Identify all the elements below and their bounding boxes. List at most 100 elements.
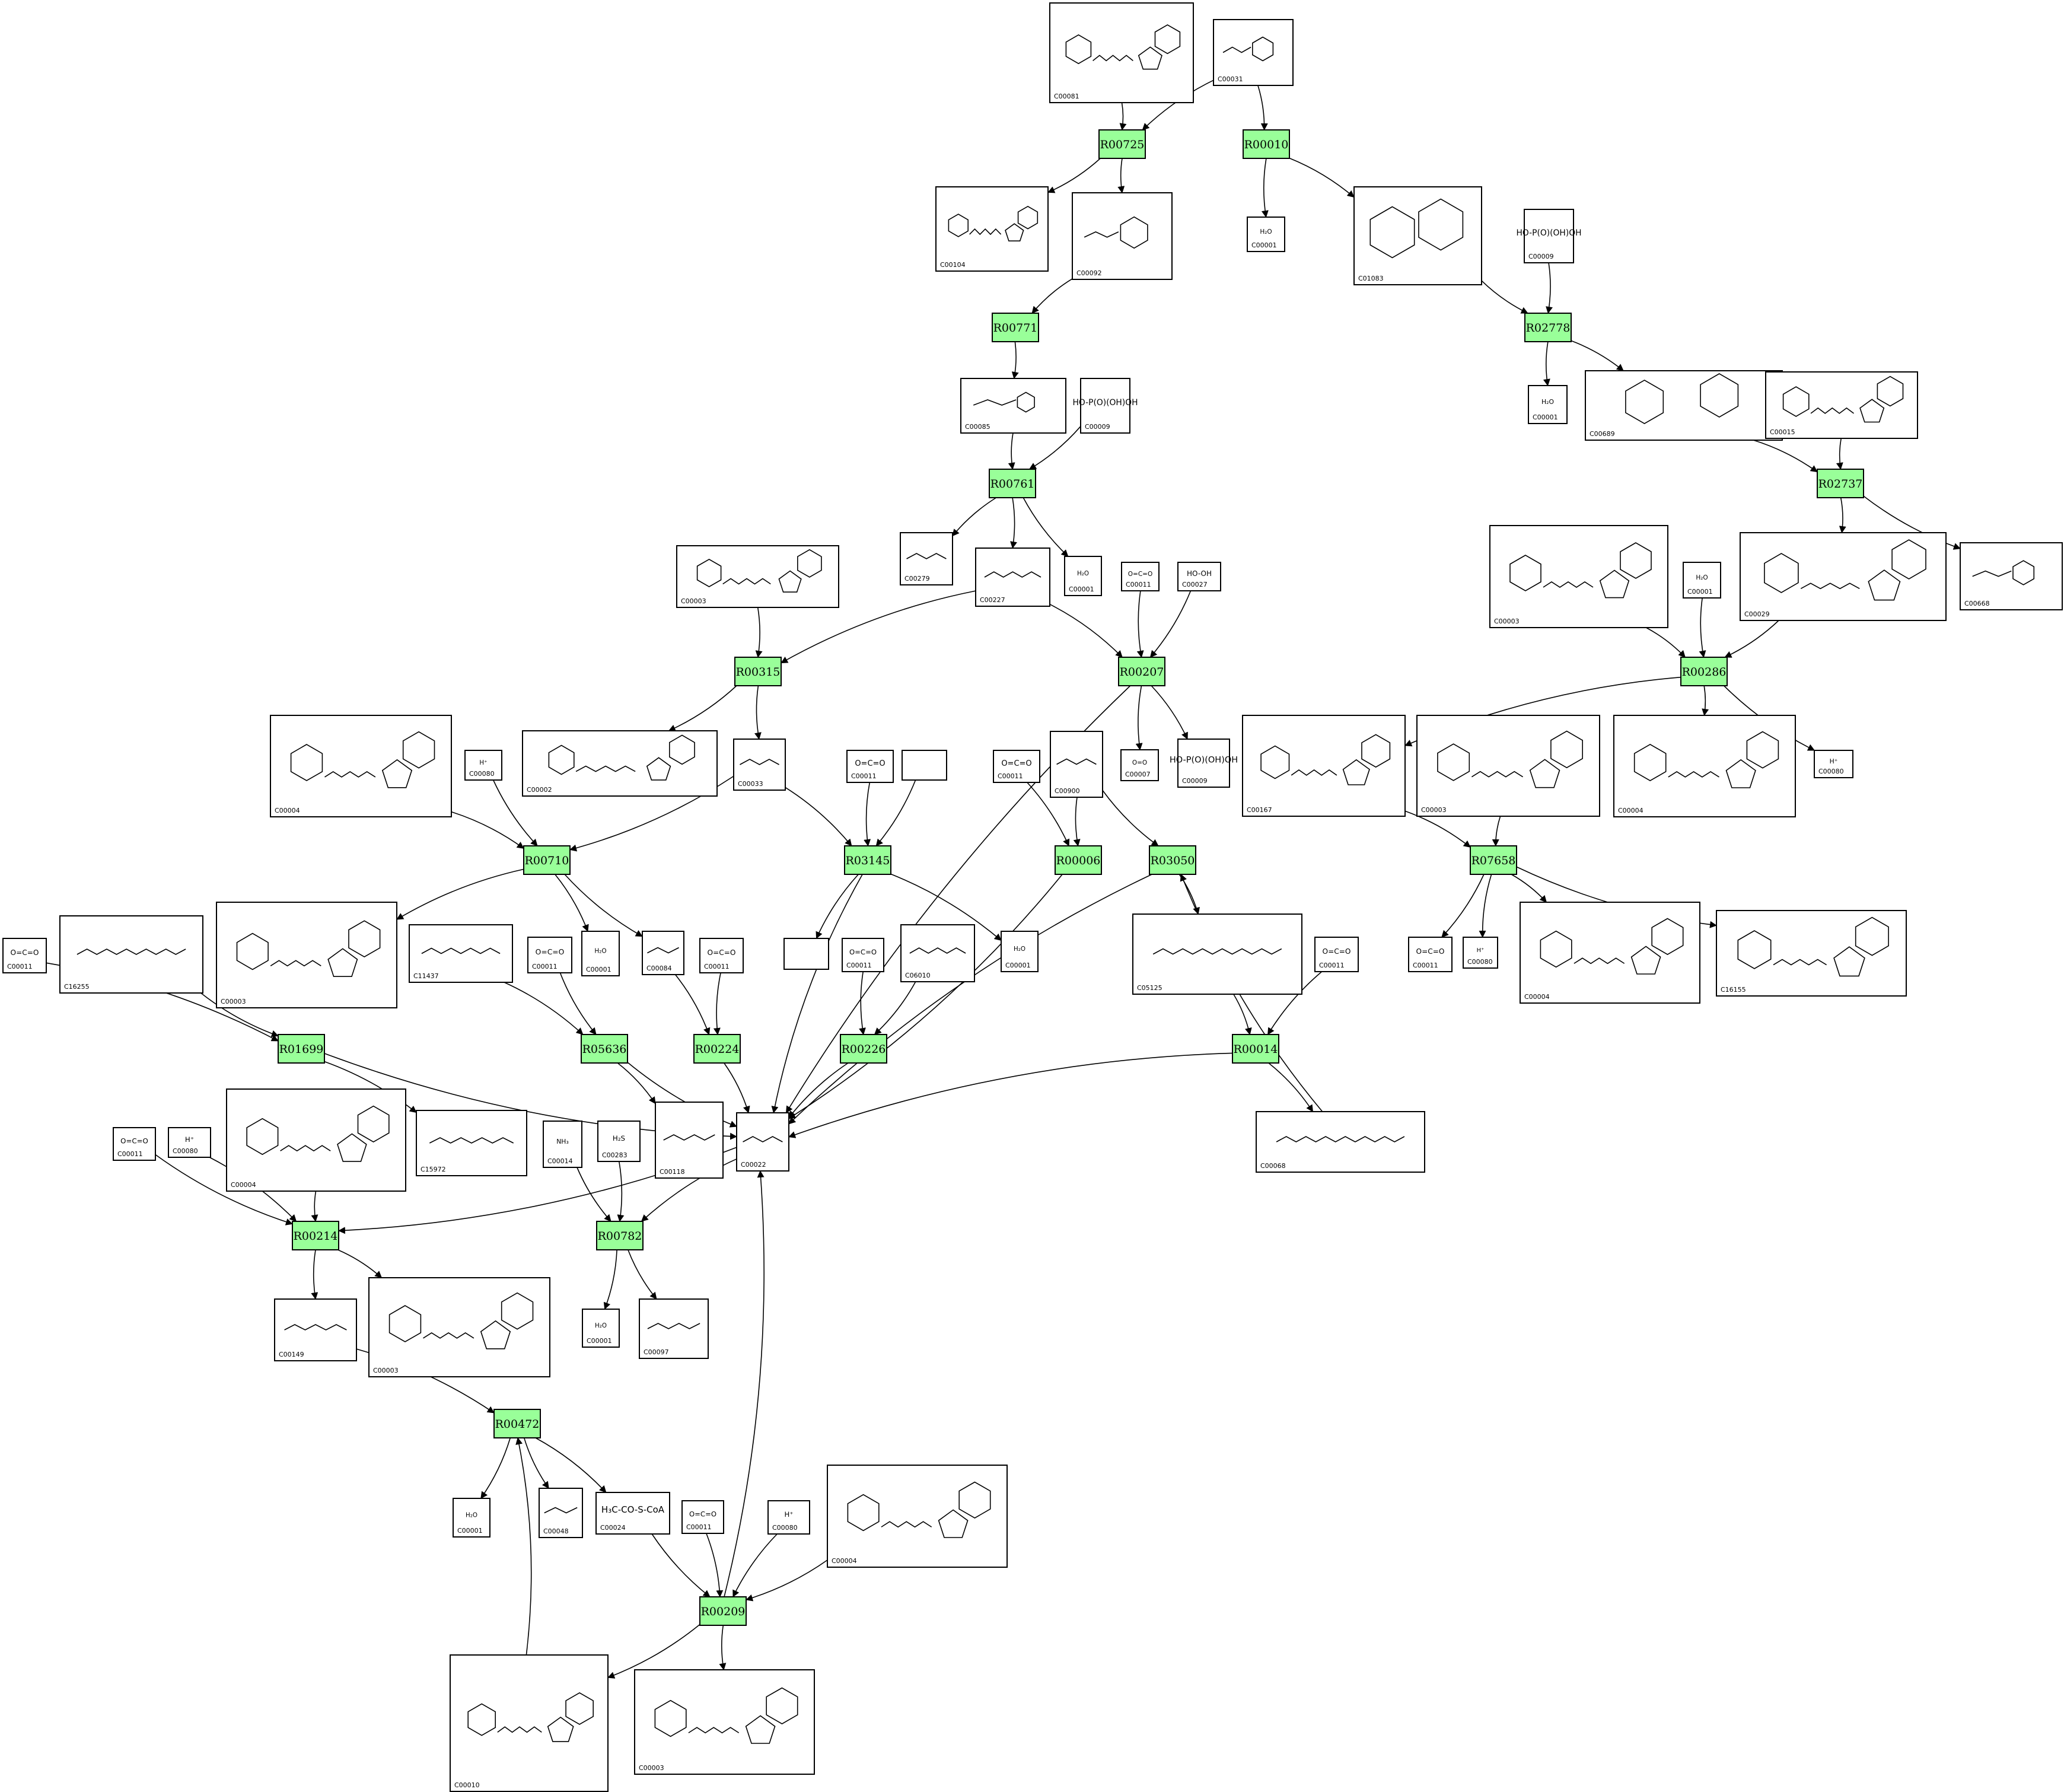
- compound-node-C00081[interactable]: C00081: [1049, 2, 1194, 103]
- compound-node-C00689[interactable]: C00689: [1585, 370, 1783, 441]
- reaction-node-R00725[interactable]: R00725: [1098, 129, 1146, 159]
- compound-node-C15972[interactable]: C15972: [416, 1110, 527, 1176]
- compound-node-C00068[interactable]: C00068: [1256, 1111, 1425, 1173]
- compound-node-[interactable]: [902, 750, 947, 781]
- reaction-node-R00209[interactable]: R00209: [699, 1596, 747, 1626]
- compound-node-C11437[interactable]: C11437: [409, 924, 513, 983]
- reaction-node-R00315[interactable]: R00315: [734, 657, 782, 686]
- compound-node-C16155[interactable]: C16155: [1716, 910, 1907, 997]
- reaction-node-R02778[interactable]: R02778: [1524, 313, 1572, 342]
- compound-node-C00080[interactable]: H⁺C00080: [767, 1500, 810, 1535]
- compound-node-C00097[interactable]: C00097: [639, 1298, 709, 1359]
- compound-node-C00104[interactable]: C00104: [935, 186, 1049, 272]
- compound-node-C00015[interactable]: C00015: [1765, 371, 1918, 439]
- compound-node-C06010[interactable]: C06010: [900, 924, 975, 982]
- compound-node-C00003[interactable]: C00003: [368, 1277, 550, 1377]
- compound-node-C00080[interactable]: H⁺C00080: [1463, 937, 1498, 969]
- compound-node-C00003[interactable]: C00003: [634, 1669, 815, 1775]
- compound-node-C00004[interactable]: C00004: [1613, 715, 1796, 817]
- compound-node-C00029[interactable]: C00029: [1740, 532, 1947, 621]
- compound-node-C01083[interactable]: C01083: [1353, 186, 1482, 285]
- reaction-node-R00010[interactable]: R00010: [1243, 129, 1290, 159]
- compound-node-C00002[interactable]: C00002: [522, 730, 718, 797]
- compound-node-C05125[interactable]: C05125: [1132, 913, 1302, 995]
- compound-node-C00022[interactable]: C00022: [736, 1112, 789, 1172]
- reaction-node-R07658[interactable]: R07658: [1470, 845, 1517, 875]
- compound-node-C00004[interactable]: C00004: [827, 1465, 1008, 1568]
- compound-node-C00167[interactable]: C00167: [1242, 715, 1406, 817]
- compound-node-C00092[interactable]: C00092: [1072, 192, 1173, 280]
- reaction-node-R00472[interactable]: R00472: [493, 1409, 541, 1438]
- compound-node-C00003[interactable]: C00003: [216, 902, 397, 1008]
- reaction-node-R00286[interactable]: R00286: [1680, 657, 1728, 686]
- reaction-node-R00761[interactable]: R00761: [989, 469, 1036, 498]
- chain-structure: [423, 1332, 474, 1339]
- compound-node-C00048[interactable]: C00048: [539, 1488, 583, 1538]
- compound-node-C00004[interactable]: C00004: [226, 1088, 406, 1192]
- compound-node-C00080[interactable]: H⁺C00080: [168, 1127, 211, 1158]
- compound-node-C00085[interactable]: C00085: [960, 378, 1066, 434]
- reaction-node-R00207[interactable]: R00207: [1118, 657, 1165, 686]
- compound-node-C00004[interactable]: C00004: [1520, 902, 1700, 1004]
- reaction-node-R00214[interactable]: R00214: [292, 1221, 339, 1250]
- compound-node-C00149[interactable]: C00149: [274, 1298, 357, 1361]
- compound-node-C00279[interactable]: C00279: [900, 532, 953, 585]
- reaction-node-R03145[interactable]: R03145: [844, 845, 891, 875]
- compound-node-C00084[interactable]: C00084: [642, 931, 684, 975]
- compound-node-C00010[interactable]: C00010: [450, 1654, 609, 1792]
- reaction-node-R01699[interactable]: R01699: [278, 1034, 325, 1064]
- compound-node-C00003[interactable]: C00003: [1416, 715, 1600, 817]
- compound-node-C00004[interactable]: C00004: [270, 715, 452, 817]
- reaction-node-R00782[interactable]: R00782: [596, 1221, 644, 1250]
- compound-node-C00080[interactable]: H⁺C00080: [464, 750, 502, 781]
- reaction-node-R00006[interactable]: R00006: [1055, 845, 1102, 875]
- reaction-node-R03050[interactable]: R03050: [1149, 845, 1196, 875]
- reaction-node-R00710[interactable]: R00710: [523, 845, 571, 875]
- reaction-node-R00226[interactable]: R00226: [840, 1034, 887, 1064]
- compound-node-[interactable]: [783, 938, 829, 970]
- compound-node-C00033[interactable]: C00033: [733, 739, 786, 791]
- compound-node-C16255[interactable]: C16255: [59, 915, 203, 994]
- reaction-node-R00224[interactable]: R00224: [693, 1034, 741, 1064]
- compound-node-C00668[interactable]: C00668: [1960, 542, 2063, 610]
- reaction-node-R02737[interactable]: R02737: [1817, 469, 1864, 498]
- compound-node-C00900[interactable]: C00900: [1050, 731, 1103, 798]
- compound-node-C00003[interactable]: C00003: [1489, 525, 1668, 628]
- reaction-node-R00014[interactable]: R00014: [1232, 1034, 1279, 1064]
- reaction-node-R00771[interactable]: R00771: [992, 313, 1039, 342]
- compound-node-C00227[interactable]: C00227: [975, 548, 1050, 607]
- compound-node-C00031[interactable]: C00031: [1213, 19, 1294, 86]
- compound-node-C00118[interactable]: C00118: [655, 1102, 724, 1179]
- compound-node-C00003[interactable]: C00003: [676, 545, 839, 608]
- reaction-node-R05636[interactable]: R05636: [581, 1034, 628, 1064]
- compound-node-C00080[interactable]: H⁺C00080: [1814, 750, 1853, 778]
